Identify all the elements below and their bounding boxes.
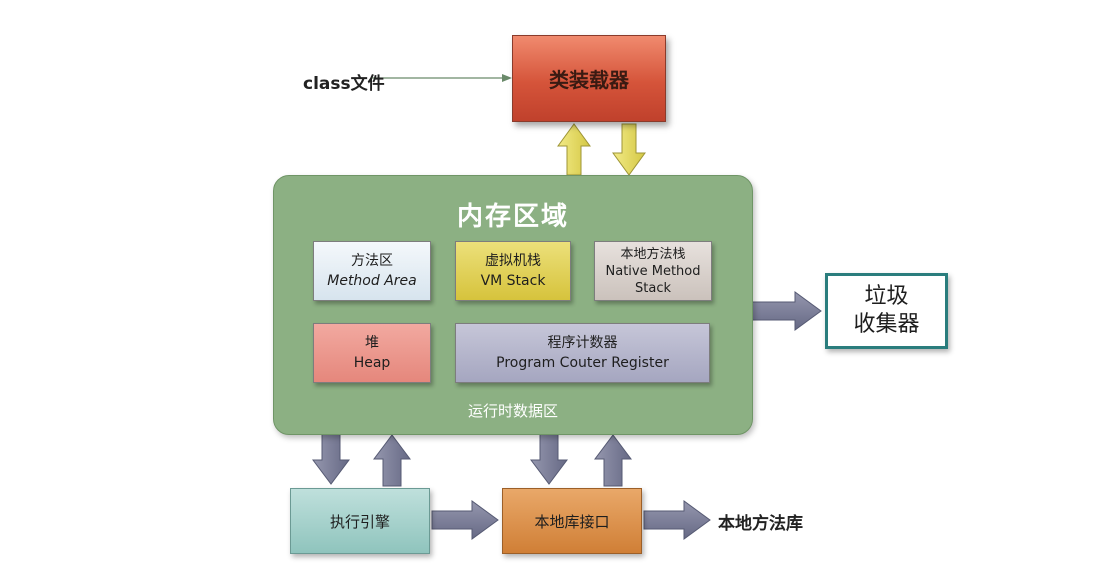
native-method-stack-box: 本地方法栈 Native Method Stack	[594, 241, 712, 301]
class-file-arrow	[372, 74, 512, 82]
heap-cn: 堆	[365, 335, 379, 351]
exec-up-arrow	[373, 434, 411, 487]
native-stack-en2: Stack	[635, 280, 671, 296]
heap-en: Heap	[353, 355, 391, 371]
method-area-cn: 方法区	[351, 253, 393, 269]
method-area-box: 方法区 Method Area	[313, 241, 431, 301]
execution-engine-label: 执行引擎	[329, 512, 390, 531]
exec-to-native-arrow	[431, 500, 499, 540]
yellow-up-arrow	[557, 123, 591, 176]
class-loader-box: 类装载器	[512, 35, 666, 122]
vm-stack-en: VM Stack	[480, 273, 546, 289]
yellow-down-arrow	[612, 123, 646, 176]
exec-down-arrow	[312, 432, 350, 485]
native-stack-cn: 本地方法栈	[620, 246, 686, 262]
execution-engine-box: 执行引擎	[290, 488, 430, 554]
class-loader-label: 类装载器	[549, 68, 629, 92]
native-down-arrow	[530, 432, 568, 485]
vm-stack-cn: 虚拟机栈	[485, 253, 541, 269]
memory-area-box: 内存区域 方法区 Method Area 虚拟机栈 VM Stack 本地方法栈…	[273, 175, 753, 435]
vm-stack-box: 虚拟机栈 VM Stack	[455, 241, 571, 301]
heap-box: 堆 Heap	[313, 323, 431, 383]
native-stack-en1: Native Method	[605, 263, 701, 279]
gc-line2: 收集器	[853, 312, 920, 337]
native-library-label: 本地方法库	[718, 514, 803, 534]
method-area-en: Method Area	[327, 273, 417, 289]
native-up-arrow	[594, 434, 632, 487]
pc-cn: 程序计数器	[547, 335, 618, 351]
gc-right-arrow	[750, 291, 822, 331]
pc-en: Program Couter Register	[496, 355, 669, 371]
native-interface-label: 本地库接口	[534, 512, 610, 531]
garbage-collector-box: 垃圾 收集器	[825, 273, 948, 349]
program-counter-box: 程序计数器 Program Couter Register	[455, 323, 710, 383]
native-interface-box: 本地库接口	[502, 488, 642, 554]
memory-area-title: 内存区域	[456, 202, 569, 232]
gc-line1: 垃圾	[864, 284, 909, 309]
class-file-label: class文件	[303, 74, 385, 94]
native-to-lib-arrow	[643, 500, 711, 540]
runtime-data-area-label: 运行时数据区	[467, 402, 558, 420]
